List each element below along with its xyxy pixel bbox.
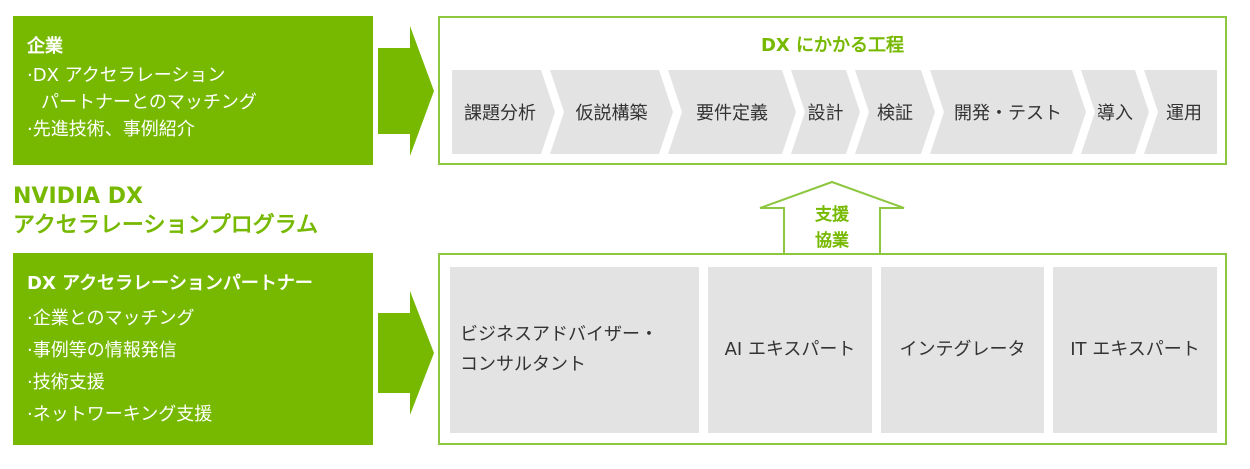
process-step-label: 課題分析: [464, 103, 536, 124]
right-arrow-icon: [378, 26, 434, 156]
support-cell-label: コンサルタント: [460, 354, 586, 375]
support-cells: ビジネスアドバイザー・ コンサルタント AI エキスパート インテグレータ IT…: [450, 267, 1217, 433]
process-step: 要件定義: [668, 70, 796, 154]
partner-box: DX アクセラレーションパートナー ·企業とのマッチング ·事例等の情報発信 ·…: [13, 253, 373, 445]
list-item-text: 企業とのマッチング: [32, 308, 195, 329]
program-label-line: NVIDIA DX: [13, 184, 143, 209]
support-cell-label: IT エキスパート: [1070, 339, 1200, 360]
program-label-line: アクセラレーションプログラム: [13, 213, 319, 238]
list-item-text: 技術支援: [32, 372, 105, 393]
process-step: 設計: [791, 70, 860, 154]
process-step-label: 要件定義: [696, 103, 768, 124]
process-step: 検証: [855, 70, 935, 154]
list-item-text: パートナーとのマッチング: [41, 92, 257, 113]
support-arrow-label: 支援: [815, 205, 849, 225]
list-item: ·DX アクセラレーションパートナーとのマッチング: [27, 62, 359, 116]
list-item-text: DX アクセラレーション: [32, 65, 226, 86]
list-item: ·先進技術、事例紹介: [27, 119, 195, 140]
enterprise-title: 企業: [27, 36, 63, 57]
process-step: 導入: [1081, 70, 1149, 154]
process-box: DX にかかる工程 課題分析 仮説構築 要件定義 設計 検証 開発・テスト 導入…: [438, 16, 1227, 165]
list-item: ·事例等の情報発信: [27, 340, 177, 361]
process-step: 運用: [1144, 70, 1217, 154]
enterprise-list: ·DX アクセラレーションパートナーとのマッチング ·先進技術、事例紹介: [27, 62, 359, 143]
partner-title: DX アクセラレーションパートナー: [27, 273, 313, 294]
process-step: 開発・テスト: [930, 70, 1086, 154]
list-item: ·企業とのマッチング: [27, 308, 195, 329]
support-cell: AI エキスパート: [708, 267, 872, 433]
process-step-label: 設計: [807, 103, 844, 124]
list-item-text: 先進技術、事例紹介: [32, 119, 195, 140]
support-cell-label: ビジネスアドバイザー・: [460, 324, 658, 345]
process-step-label: 仮説構築: [575, 103, 648, 124]
support-cell: ビジネスアドバイザー・ コンサルタント: [450, 267, 699, 433]
support-cell-label: インテグレータ: [899, 339, 1026, 360]
process-step-label: 検証: [877, 103, 913, 124]
right-arrow-icon: [378, 291, 434, 415]
process-title: DX にかかる工程: [760, 35, 905, 56]
process-step-label: 開発・テスト: [954, 103, 1062, 124]
enterprise-box: 企業 ·DX アクセラレーションパートナーとのマッチング ·先進技術、事例紹介: [13, 16, 373, 165]
program-label: NVIDIA DX アクセラレーションプログラム: [13, 182, 318, 240]
list-item-text: 事例等の情報発信: [32, 340, 177, 361]
list-item: ·ネットワーキング支援: [27, 404, 213, 425]
process-step-label: 運用: [1166, 103, 1202, 124]
process-step: 仮説構築: [550, 70, 673, 154]
process-step-label: 導入: [1097, 103, 1133, 124]
list-item-text: ネットワーキング支援: [32, 404, 213, 425]
support-cell: IT エキスパート: [1053, 267, 1217, 433]
process-step: 課題分析: [452, 70, 555, 154]
support-cell: インテグレータ: [881, 267, 1044, 433]
partner-list: ·企業とのマッチング ·事例等の情報発信 ·技術支援 ·ネットワーキング支援: [27, 303, 359, 431]
support-box: ビジネスアドバイザー・ コンサルタント AI エキスパート インテグレータ IT…: [438, 253, 1227, 445]
support-arrow-label: 協業: [815, 231, 849, 251]
process-steps: 課題分析 仮説構築 要件定義 設計 検証 開発・テスト 導入 運用: [452, 70, 1217, 154]
support-cell-label: AI エキスパート: [724, 339, 856, 360]
list-item: ·技術支援: [27, 372, 105, 393]
